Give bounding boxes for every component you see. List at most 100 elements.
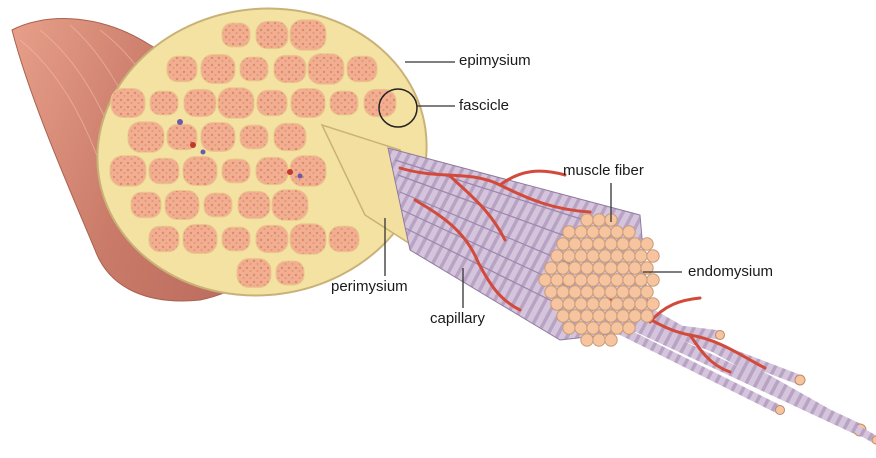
fiber-end (629, 286, 641, 298)
fiber-end (635, 250, 647, 262)
fiber-end (563, 298, 575, 310)
fiber-end (581, 334, 593, 346)
fiber-end (563, 274, 575, 286)
fascicle (222, 23, 250, 47)
fascicle (149, 158, 179, 184)
fascicle (222, 159, 250, 183)
fiber-end (575, 274, 587, 286)
fiber-end (587, 250, 599, 262)
fiber-end (587, 298, 599, 310)
fiber-end (641, 286, 653, 298)
label-fascicle: fascicle (459, 97, 509, 114)
fiber-end (872, 436, 876, 444)
fascicle (290, 20, 326, 51)
fiber-end (569, 310, 581, 322)
fascicle (330, 91, 358, 115)
fiber-end (551, 298, 563, 310)
fiber-end (605, 262, 617, 274)
fiber-end (569, 238, 581, 250)
fiber-end (563, 226, 575, 238)
fiber-end (551, 250, 563, 262)
fascicle (308, 54, 344, 85)
fascicle (222, 227, 250, 251)
fascicle (167, 56, 197, 82)
fiber-end (545, 262, 557, 274)
fascicle (204, 193, 232, 217)
fiber-end (641, 310, 653, 322)
fiber-end (611, 250, 623, 262)
fiber-end (623, 322, 635, 334)
fiber-end (575, 250, 587, 262)
fiber-end (575, 298, 587, 310)
fascicle (276, 261, 304, 285)
fascicle (274, 55, 306, 82)
label-perimysium: perimysium (331, 278, 408, 295)
fascicle (257, 90, 287, 116)
fascicle (238, 191, 270, 218)
fascicle (291, 89, 325, 118)
fiber-end (617, 238, 629, 250)
fiber-end (581, 310, 593, 322)
fascicle (111, 89, 145, 118)
fascicle (290, 224, 326, 255)
fiber-end (647, 298, 659, 310)
fiber-end (539, 274, 551, 286)
fiber-end (647, 250, 659, 262)
fiber-end (593, 214, 605, 226)
fiber-end (557, 238, 569, 250)
fiber-end (716, 331, 725, 340)
fiber-end (587, 322, 599, 334)
fiber-end (593, 334, 605, 346)
fiber-end (599, 274, 611, 286)
fascicle (150, 91, 178, 115)
fascicle (149, 226, 179, 252)
label-endomysium: endomysium (688, 263, 773, 280)
fiber-end (557, 286, 569, 298)
fiber-end (623, 274, 635, 286)
fascicle (110, 156, 146, 187)
fiber-end (557, 310, 569, 322)
fiber-end (605, 310, 617, 322)
fiber-end (587, 274, 599, 286)
fiber-end (623, 250, 635, 262)
fascicle (165, 191, 199, 220)
fascicle (201, 55, 235, 84)
fiber-end (575, 322, 587, 334)
fiber-end (611, 274, 623, 286)
fiber-end (617, 310, 629, 322)
fascicle (128, 122, 164, 153)
fiber-end (569, 262, 581, 274)
fiber-end (605, 334, 617, 346)
fascicle (256, 225, 288, 252)
fiber-end (629, 262, 641, 274)
fiber-end (599, 322, 611, 334)
fiber-end (776, 406, 785, 415)
fiber-end (563, 322, 575, 334)
fascicle (131, 192, 161, 218)
fascicle (240, 125, 268, 149)
fiber-end (647, 274, 659, 286)
fascicle (272, 190, 308, 221)
fiber-end (593, 286, 605, 298)
fascicle (256, 157, 288, 184)
fiber-end (795, 375, 805, 385)
fiber-end (611, 298, 623, 310)
fiber-end (587, 226, 599, 238)
fiber-end (575, 226, 587, 238)
fiber-end (617, 286, 629, 298)
fiber-end (593, 262, 605, 274)
fiber-end (593, 238, 605, 250)
label-capillary: capillary (430, 310, 485, 327)
fiber-end (605, 286, 617, 298)
fiber-end (623, 298, 635, 310)
fascicle (237, 259, 271, 288)
fiber-end (635, 274, 647, 286)
fiber-end (641, 238, 653, 250)
label-epimysium: epimysium (459, 52, 531, 69)
fascicle (290, 156, 326, 187)
muscle-fiber-strand (620, 295, 876, 440)
fiber-end (599, 298, 611, 310)
fiber-end (593, 310, 605, 322)
